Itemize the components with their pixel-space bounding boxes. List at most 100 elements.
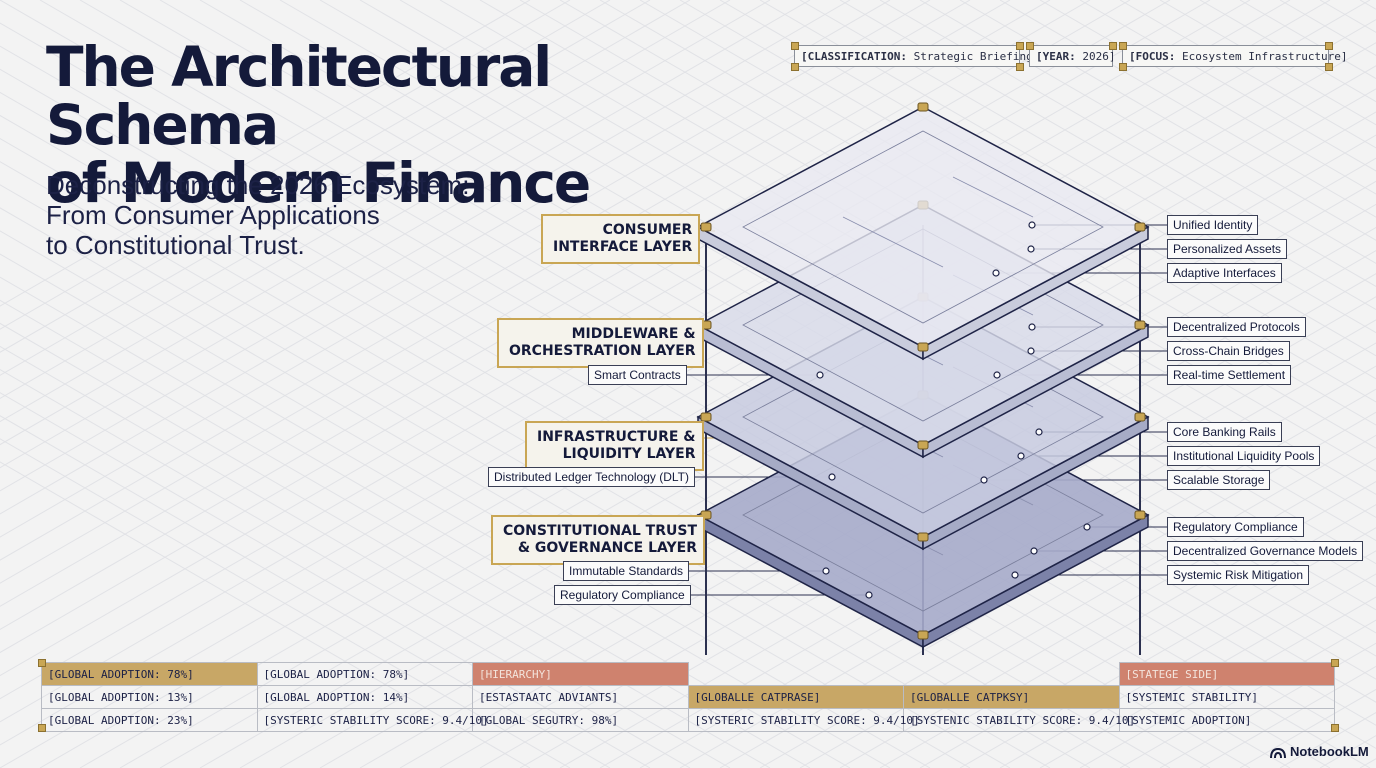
grid-line [919, 0, 1376, 264]
table-cell: [GLOBAL ADOPTION: 14%] [256, 685, 473, 709]
footer-data-table: [GLOBAL ADOPTION: 78%] [GLOBAL ADOPTION:… [41, 662, 1335, 732]
corner-marker [1325, 63, 1333, 71]
table-cell [688, 663, 904, 686]
slab-mounting-cap [917, 630, 929, 640]
grid-line [759, 411, 1376, 768]
slab-mounting-cap [917, 342, 929, 352]
table-cell: [GLOBALLE CATPRASE] [687, 685, 904, 709]
corner-marker [791, 63, 799, 71]
slab-inner-outline [742, 130, 1104, 324]
layer-label-line: & GOVERNANCE LAYER [517, 540, 697, 556]
slab-circuit-line [952, 176, 1034, 218]
callout-anchor-dot [1011, 571, 1019, 579]
callout-anchors [816, 221, 1091, 599]
grid-line [439, 226, 1376, 768]
callout-adaptive-interfaces: Adaptive Interfaces [1167, 263, 1282, 283]
grid-line [0, 0, 851, 492]
table-row: [GLOBAL ADOPTION: 13%] [GLOBAL ADOPTION:… [41, 685, 1335, 709]
table-cell: [GLOBAL SEGUTRY: 98%] [472, 708, 689, 732]
callout-anchor-dot [992, 269, 1000, 277]
table-cell: [SYSTERIC STABILITY SCORE: 9.4/10] [687, 708, 920, 732]
grid-line [879, 0, 1376, 287]
layer-label-line: ORCHESTRATION LAYER [509, 343, 696, 359]
table-cell: [SYSTENIC STABILITY SCORE: 9.4/10] [903, 708, 1135, 732]
grid-line [79, 19, 1376, 768]
callout-decentralized-governance: Decentralized Governance Models [1167, 541, 1364, 561]
grid-line [0, 0, 651, 376]
corner-marker [1119, 63, 1127, 71]
year-key: [YEAR: [1036, 50, 1076, 63]
callout-distributed-ledger: Distributed Ledger Technology (DLT) [488, 467, 695, 487]
grid-line [999, 550, 1376, 768]
grid-line [959, 0, 1376, 241]
grid-line [639, 342, 1376, 768]
grid-line [0, 0, 971, 561]
grid-line [1039, 573, 1376, 768]
subtitle-line-2: From Consumer Applications [46, 200, 380, 230]
grid-line [0, 0, 731, 423]
grid-line [0, 0, 771, 446]
year-tag: [YEAR: 2026] [1029, 45, 1116, 67]
corner-marker [1331, 659, 1339, 667]
grid-line [479, 250, 1376, 768]
callout-personalized-assets: Personalized Assets [1167, 239, 1288, 259]
corner-marker [1325, 42, 1333, 50]
callout-anchor-dot [828, 473, 836, 481]
corner-marker [1109, 42, 1117, 50]
table-cell: [GLOBAL ADOPTION: 78%] [256, 662, 473, 686]
classification-key: [CLASSIFICATION: [801, 50, 907, 63]
callout-anchor-dot [1035, 428, 1043, 436]
grid-line [839, 457, 1376, 768]
layer-label-line: CONSUMER [602, 222, 693, 238]
grid-line [919, 504, 1376, 768]
grid-line [839, 0, 1376, 311]
grid-line [0, 0, 1011, 584]
table-cell: [GLOBAL ADOPTION: 78%] [41, 662, 258, 686]
table-cell: [GLOBAL ADOPTION: 13%] [41, 685, 258, 709]
grid-line [0, 0, 571, 330]
slab-mounting-cap [917, 532, 929, 542]
grid-line [1079, 596, 1376, 768]
focus-value: Ecosystem Infrastructure] [1181, 50, 1348, 63]
page-title: The Architectural Schema of Modern Finan… [46, 38, 766, 212]
layer-label-line: LIQUIDITY LAYER [562, 446, 696, 462]
table-cell: [SYSTEMIC STABILITY] [1118, 685, 1335, 709]
callout-scalable-storage: Scalable Storage [1167, 470, 1271, 490]
grid-line [0, 438, 571, 768]
title-line-1: The Architectural Schema [46, 35, 552, 157]
corner-marker [1119, 42, 1127, 50]
callout-anchor-dot [1017, 452, 1025, 460]
subtitle-line-3: to Constitutional Trust. [46, 230, 305, 260]
grid-line [879, 481, 1376, 768]
grid-line [1119, 0, 1376, 149]
corner-marker [1331, 724, 1339, 732]
table-row: [GLOBAL ADOPTION: 78%] [GLOBAL ADOPTION:… [41, 662, 1335, 686]
grid-line [0, 0, 1091, 630]
layer-label-infrastructure-liquidity: INFRASTRUCTURE & LIQUIDITY LAYER [525, 421, 704, 471]
slab-mounting-cap [1134, 412, 1146, 422]
grid-line [0, 0, 691, 400]
corner-marker [38, 724, 46, 732]
grid-line [0, 0, 611, 353]
callout-smart-contracts: Smart Contracts [588, 365, 687, 385]
callout-regulatory-compliance-left: Regulatory Compliance [554, 585, 691, 605]
table-cell: [GLOBALLE CATPKSY] [903, 685, 1120, 709]
table-cell: [SYSTEMIC ADOPTION] [1118, 708, 1335, 732]
grid-line [0, 0, 931, 538]
callout-anchor-dot [1028, 221, 1036, 229]
layer-label-line: CONSTITUTIONAL TRUST [503, 523, 697, 539]
slab-mounting-cap [917, 440, 929, 450]
slab-mounting-cap [1134, 320, 1146, 330]
callout-anchor-dot [822, 567, 830, 575]
grid-line [799, 0, 1376, 334]
slab-circuit-line [842, 216, 944, 268]
callout-immutable-standards: Immutable Standards [563, 561, 690, 581]
layer-label-middleware-orchestration: MIDDLEWARE & ORCHESTRATION LAYER [497, 318, 704, 368]
layer-label-line: INFRASTRUCTURE & [537, 429, 696, 445]
grid-line [0, 392, 651, 768]
title-line-2: of Modern Finance [46, 151, 591, 215]
table-row: [GLOBAL ADOPTION: 23%] [SYSTERIC STABILI… [41, 708, 1335, 732]
grid-line [759, 0, 1376, 357]
callout-anchor-dot [1030, 547, 1038, 555]
